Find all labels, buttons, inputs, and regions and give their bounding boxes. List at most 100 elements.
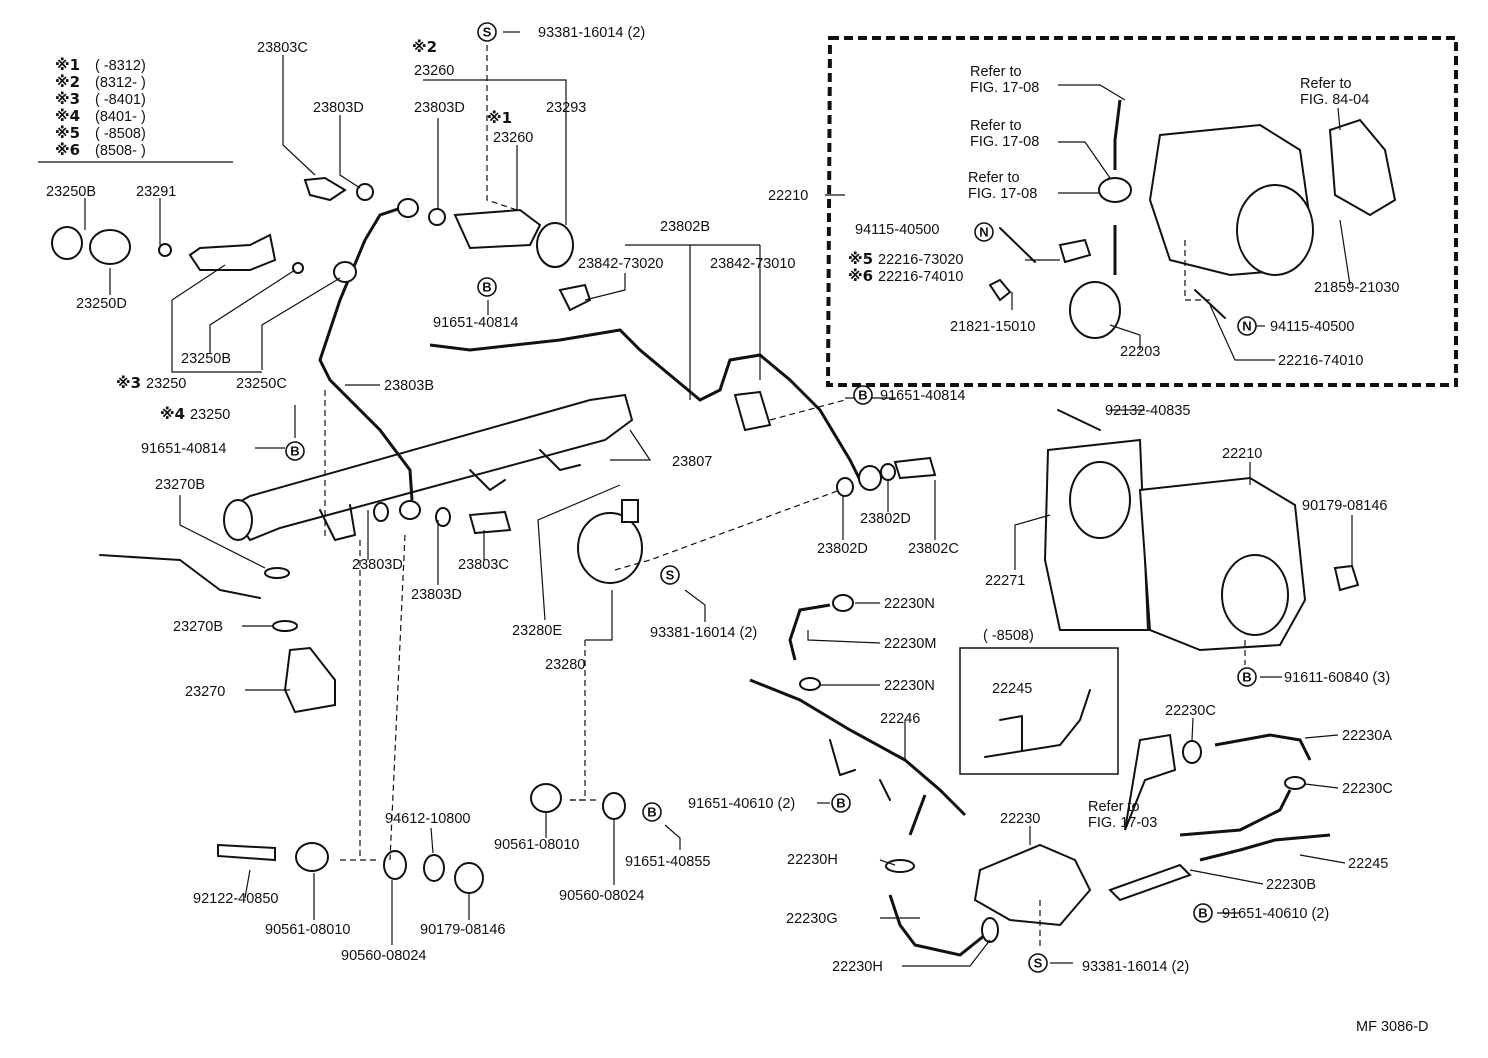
label-23270b-b: 23270B xyxy=(173,619,223,635)
stud-92122-40850 xyxy=(217,843,276,862)
label-91651-40814-a: 91651-40814 xyxy=(141,441,226,457)
label-23803d-c: 23803D xyxy=(352,557,403,573)
label-23260-2-mark: ※2 xyxy=(412,38,437,56)
fuel-tube-union-top xyxy=(397,198,419,218)
ref3-line1: Refer to xyxy=(968,170,1020,186)
screw-21821-15010 xyxy=(988,278,1012,302)
gasket-23803d-a xyxy=(356,183,374,201)
label-23291: 23291 xyxy=(136,184,176,200)
ref1-line1: Refer to xyxy=(970,64,1022,80)
label-23250-3-mark: ※3 xyxy=(116,374,141,392)
label-23842-73010: 23842-73010 xyxy=(710,256,795,272)
clamp-22230h-a xyxy=(885,859,915,873)
throttle-body-22210-lower xyxy=(1138,476,1307,652)
label-22230n-a: 22230N xyxy=(884,596,935,612)
svg-text:S: S xyxy=(483,25,492,40)
gasket-23803d-b xyxy=(428,208,446,226)
ref5-line2: FIG. 17-03 xyxy=(1088,815,1157,831)
label-93381-16014-a: 93381-16014 (2) xyxy=(538,25,645,41)
label-23250d: 23250D xyxy=(76,296,127,312)
clamp-23842-73020 xyxy=(558,283,592,312)
label-22230: 22230 xyxy=(1000,811,1040,827)
dashed-alignment-lines xyxy=(324,45,1246,950)
ref3-line2: FIG. 17-08 xyxy=(968,186,1037,202)
throttle-position-sensor-21859 xyxy=(1328,118,1397,217)
label-21821-15010: 21821-15010 xyxy=(950,319,1035,335)
label-22246: 22246 xyxy=(880,711,920,727)
label-22271: 22271 xyxy=(985,573,1025,589)
legend-mark-6: ※6 xyxy=(55,141,80,159)
label-23260-1: 23260 xyxy=(493,130,533,146)
label-22230g: 22230G xyxy=(786,911,838,927)
label-91611-60840: 91611-60840 (3) xyxy=(1284,670,1390,686)
label-93381-16014-b: 93381-16014 (2) xyxy=(650,625,757,641)
label-23802d-a: 23802D xyxy=(860,511,911,527)
label-23842-73020: 23842-73020 xyxy=(578,256,663,272)
label-94115-40500-b: 94115-40500 xyxy=(1270,319,1354,335)
label-23807: 23807 xyxy=(672,454,712,470)
svg-text:N: N xyxy=(979,225,988,240)
grommet-23291 xyxy=(158,243,172,257)
part-shapes xyxy=(51,99,1397,957)
svg-text:S: S xyxy=(1034,956,1043,971)
studs-22216 xyxy=(999,227,1226,319)
svg-text:B: B xyxy=(647,805,656,820)
label-22230a: 22230A xyxy=(1342,728,1392,744)
label-22230b: 22230B xyxy=(1266,877,1316,893)
ref2-line1: Refer to xyxy=(970,118,1022,134)
dashpot-22203 xyxy=(1069,281,1121,339)
label-23802d-b: 23802D xyxy=(817,541,868,557)
inset-box xyxy=(959,647,1119,775)
clamp-22230n-b xyxy=(799,677,821,691)
throttle-bore-lower xyxy=(1221,554,1289,636)
label-91651-40814-c: 91651-40814 xyxy=(880,388,965,404)
insulator-90561-08010-a xyxy=(530,783,562,813)
pulsation-damper-23270 xyxy=(283,646,336,714)
label-92132-40835: 92132-40835 xyxy=(1105,403,1190,419)
vacuum-hose-1 xyxy=(1113,99,1122,170)
hose-22230g xyxy=(888,894,986,957)
gasket-opening xyxy=(1069,461,1131,539)
callout-b-1 xyxy=(477,277,497,297)
callout-s-1 xyxy=(477,22,497,42)
fuel-tube-23803b xyxy=(318,203,414,501)
bypass-pipe-branch xyxy=(908,794,927,836)
air-valve-22230 xyxy=(973,843,1092,927)
clamp-22230c-a xyxy=(1182,740,1202,764)
callout-b-7 xyxy=(1193,903,1213,923)
fuel-tube-union-bottom xyxy=(399,500,421,520)
callout-b-5 xyxy=(831,793,851,813)
svg-text:B: B xyxy=(1198,906,1207,921)
svg-text:B: B xyxy=(836,796,845,811)
label-23293: 23293 xyxy=(546,100,586,116)
label-23803c-b: 23803C xyxy=(458,557,509,573)
fuel-delivery-pipe xyxy=(226,393,634,542)
label-90560-08024-b: 90560-08024 xyxy=(341,948,426,964)
collar-90560-08024-b xyxy=(383,850,407,880)
label-90561-08010-b: 90561-08010 xyxy=(265,922,350,938)
fuel-return-pipe xyxy=(429,328,862,481)
label-22216-74010-a: 22216-74010 xyxy=(878,269,963,285)
label-22245-inset: 22245 xyxy=(992,681,1032,697)
callout-b-2 xyxy=(285,441,305,461)
label-90561-08010-a: 90561-08010 xyxy=(494,837,579,853)
cushion-23250c xyxy=(333,261,357,283)
delivery-pipe-brackets xyxy=(319,449,581,541)
svg-text:B: B xyxy=(1242,670,1251,685)
throttle-body-group-border xyxy=(825,36,1458,387)
label-23250-4: 23250 xyxy=(190,407,230,423)
legend-range-5: ( -8508) xyxy=(95,126,146,142)
label-92122-40850: 92122-40850 xyxy=(193,891,278,907)
label-90179-08146-a: 90179-08146 xyxy=(1302,498,1387,514)
callout-s-3 xyxy=(1028,953,1048,973)
legend-range-3: ( -8401) xyxy=(95,92,146,108)
legend-mark-1: ※1 xyxy=(55,56,80,74)
label-23802c: 23802C xyxy=(908,541,959,557)
washer-94612-10800 xyxy=(423,854,445,882)
label-23250-4-mark: ※4 xyxy=(160,405,185,423)
label-91651-40855: 91651-40855 xyxy=(625,854,710,870)
svg-text:S: S xyxy=(666,568,675,583)
nut-90179-08146-a xyxy=(1333,564,1360,592)
legend-range-2: (8312- ) xyxy=(95,75,146,91)
